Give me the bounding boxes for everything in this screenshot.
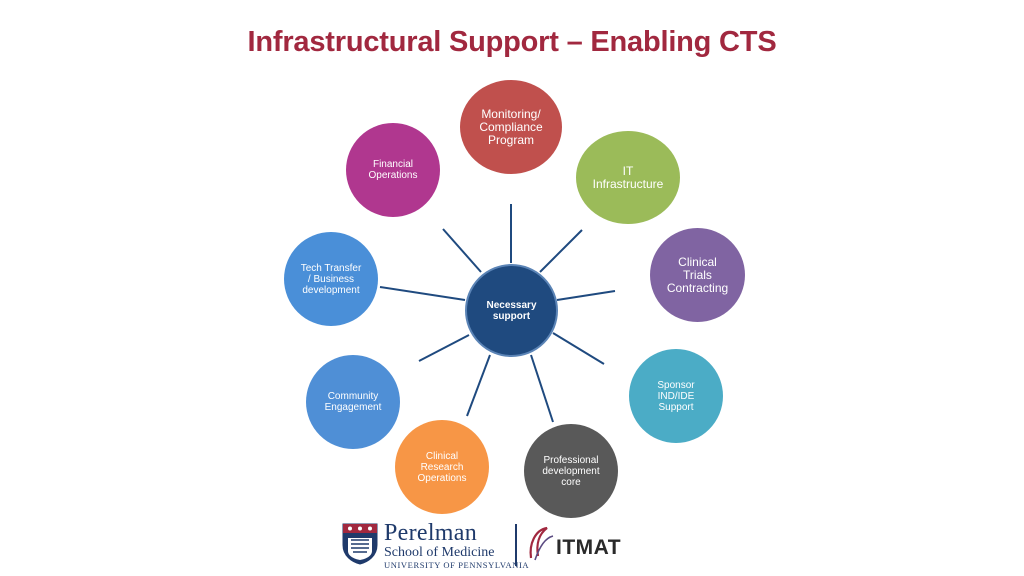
node-monitoring: Monitoring/ Compliance Program bbox=[460, 80, 562, 174]
node-clinical-research-label: Clinical Research Operations bbox=[417, 450, 467, 484]
node-sponsor: Sponsor IND/IDE Support bbox=[629, 349, 723, 443]
node-community-label: Community Engagement bbox=[324, 391, 382, 413]
perelman-logo: Perelman School of Medicine University o… bbox=[384, 521, 529, 570]
spoke-community bbox=[418, 334, 470, 362]
itmat-logo-icon bbox=[529, 526, 554, 561]
spoke-tech-transfer bbox=[379, 286, 466, 301]
spoke-financial bbox=[442, 228, 482, 273]
itmat-wordmark: ITMAT bbox=[556, 536, 622, 559]
hub-label: Necessary support bbox=[486, 299, 537, 322]
hub-necessary-support: Necessary support bbox=[465, 264, 558, 357]
spoke-clinical-trials bbox=[556, 290, 616, 301]
node-clinical-research: Clinical Research Operations bbox=[395, 420, 489, 514]
page-title: Infrastructural Support – Enabling CTS bbox=[247, 26, 777, 58]
logo-divider bbox=[515, 524, 517, 566]
penn-shield-icon bbox=[342, 523, 378, 565]
node-financial: Financial Operations bbox=[346, 123, 440, 217]
spoke-it bbox=[539, 229, 583, 273]
node-clinical-trials: Clinical Trials Contracting bbox=[650, 228, 745, 322]
node-tech-transfer: Tech Transfer / Business development bbox=[284, 232, 378, 326]
node-monitoring-label: Monitoring/ Compliance Program bbox=[479, 106, 543, 147]
perelman-wordmark: Perelman bbox=[384, 520, 478, 546]
node-clinical-trials-label: Clinical Trials Contracting bbox=[666, 254, 729, 295]
node-community: Community Engagement bbox=[306, 355, 400, 449]
spoke-clinical-research bbox=[466, 354, 491, 417]
node-professional-label: Professional development core bbox=[542, 454, 600, 488]
node-tech-transfer-label: Tech Transfer / Business development bbox=[300, 262, 362, 296]
node-sponsor-label: Sponsor IND/IDE Support bbox=[657, 379, 695, 413]
node-professional: Professional development core bbox=[524, 424, 618, 518]
spoke-professional bbox=[530, 354, 554, 423]
node-financial-label: Financial Operations bbox=[368, 159, 418, 181]
node-it-label: IT Infrastructure bbox=[592, 163, 664, 191]
node-it: IT Infrastructure bbox=[576, 131, 680, 224]
perelman-university: University of Pennsylvania bbox=[384, 560, 530, 570]
perelman-school: School of Medicine bbox=[384, 545, 495, 560]
spoke-sponsor bbox=[552, 332, 605, 365]
